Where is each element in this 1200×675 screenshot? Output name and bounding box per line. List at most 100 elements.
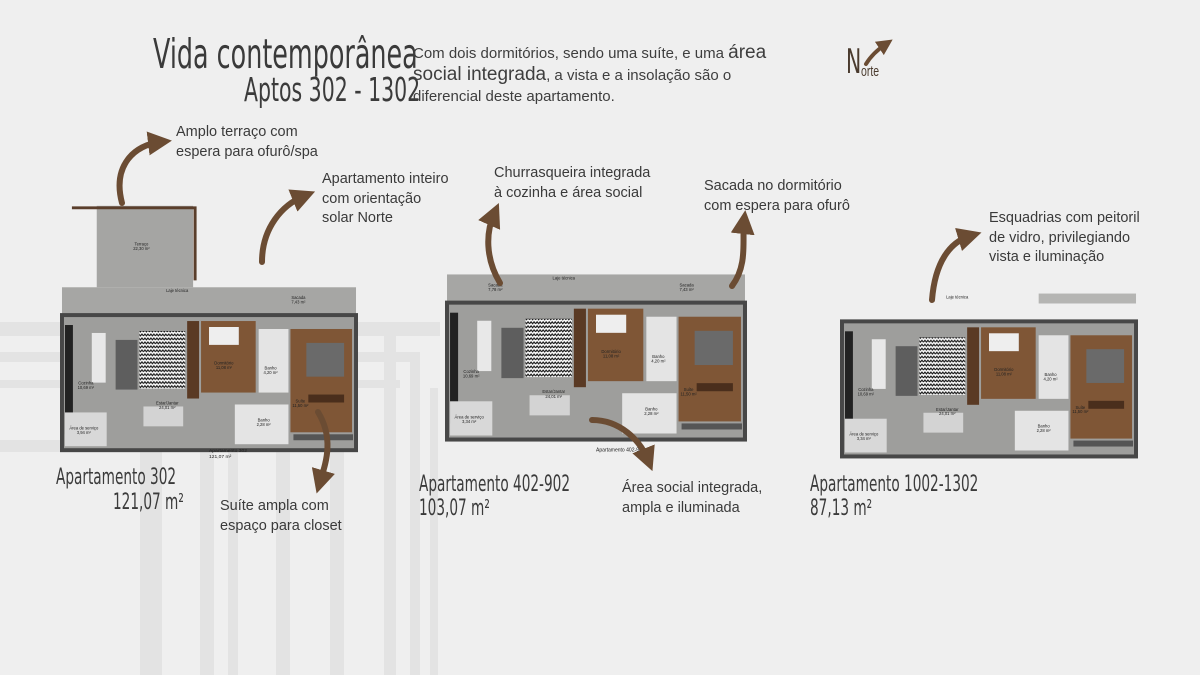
room-name: Dormitório (214, 361, 234, 366)
plan-caption-name: Apartamento 302 (209, 448, 247, 454)
tv-panel (573, 308, 586, 388)
room-name: Estar/Jantar (936, 407, 959, 412)
room-area: 11,08 m² (216, 365, 233, 370)
room-name: Terraço (135, 242, 150, 247)
closet (696, 383, 733, 392)
bathroom2-floor (234, 404, 289, 445)
dining-table (923, 412, 964, 433)
plan-caption-area: 121,07 m² (209, 454, 232, 460)
room-area: 10,69 m² (858, 391, 875, 396)
window-sill (681, 423, 742, 430)
room-area: 11,08 m² (603, 353, 620, 358)
room-name: Cozinha (463, 369, 479, 374)
sofa (501, 327, 524, 379)
room-name: Cozinha (78, 381, 94, 386)
room-name: Sacada (679, 283, 694, 288)
balcony-strip (61, 287, 357, 318)
rug (139, 330, 186, 389)
room-name: Suíte (684, 387, 695, 392)
bathroom-floor (1038, 335, 1069, 399)
bedroom-bed (209, 327, 239, 345)
dining-table (143, 406, 184, 427)
plan-caption-name: Apartamento 402-902 (596, 448, 645, 453)
room-name: Banho (645, 406, 658, 411)
bedroom-bed (596, 314, 627, 333)
apartment-302-area: 121,07 m² (113, 490, 184, 515)
room-area: 22,30 m² (133, 246, 150, 251)
room-name: Banho (1045, 372, 1058, 377)
page-subtitle: Aptos 302 - 1302 (244, 70, 421, 109)
room-name: Suíte (296, 398, 306, 403)
room-area: 10,69 m² (463, 374, 480, 379)
room-area: 4,20 m² (651, 359, 666, 364)
room-area: 11,50 m² (292, 403, 309, 408)
room-area: 3,34 m² (462, 419, 477, 424)
bathroom-floor (258, 328, 289, 393)
room-label-laje: Laje técnica (553, 275, 576, 280)
room-area: 11,50 m² (1072, 409, 1089, 414)
window-sill (1073, 440, 1134, 447)
kitchen-counter (450, 312, 459, 424)
room-area: 10,69 m² (78, 385, 95, 390)
technical-slab (1038, 293, 1137, 304)
apartment-402-name: Apartamento 402-902 (419, 472, 571, 497)
room-area: 7,43 m² (291, 300, 306, 305)
room-name: Estar/Jantar (156, 400, 179, 405)
room-area: 11,08 m² (996, 372, 1013, 377)
suite-bed (1086, 349, 1125, 383)
tv-panel (967, 327, 980, 405)
room-label-laje: Laje técnica (166, 288, 189, 293)
closet (308, 394, 345, 403)
callout-social: Área social integrada,ampla e iluminada (622, 480, 763, 516)
room-area: 7,43 m² (679, 287, 694, 292)
room-name: Banho (265, 366, 278, 371)
apartment-302-name: Apartamento 302 (56, 465, 177, 490)
room-area: 4,20 m² (264, 370, 279, 375)
room-area: 24,01 m² (939, 411, 956, 416)
room-name: Dormitório (994, 367, 1014, 372)
kitchen-counter (844, 331, 853, 441)
bathroom-floor (646, 316, 677, 382)
rug (919, 337, 966, 395)
sofa (895, 346, 918, 396)
dining-table (529, 395, 570, 416)
service-area (844, 418, 887, 453)
room-name: Área de serviço (455, 414, 485, 419)
service-area (64, 412, 107, 447)
room-area: 4,20 m² (1044, 376, 1059, 381)
closet (1088, 400, 1125, 409)
room-area: 11,50 m² (680, 392, 697, 397)
kitchen-counter (64, 325, 73, 435)
room-label-laje: Laje técnica (946, 295, 969, 300)
kitchen-island (477, 320, 492, 372)
bedroom-bed (989, 333, 1019, 352)
service-area (450, 401, 493, 436)
terrace (96, 205, 194, 288)
room-area: 24,01 m² (159, 405, 176, 410)
page-title: Vida contemporânea (153, 30, 418, 78)
